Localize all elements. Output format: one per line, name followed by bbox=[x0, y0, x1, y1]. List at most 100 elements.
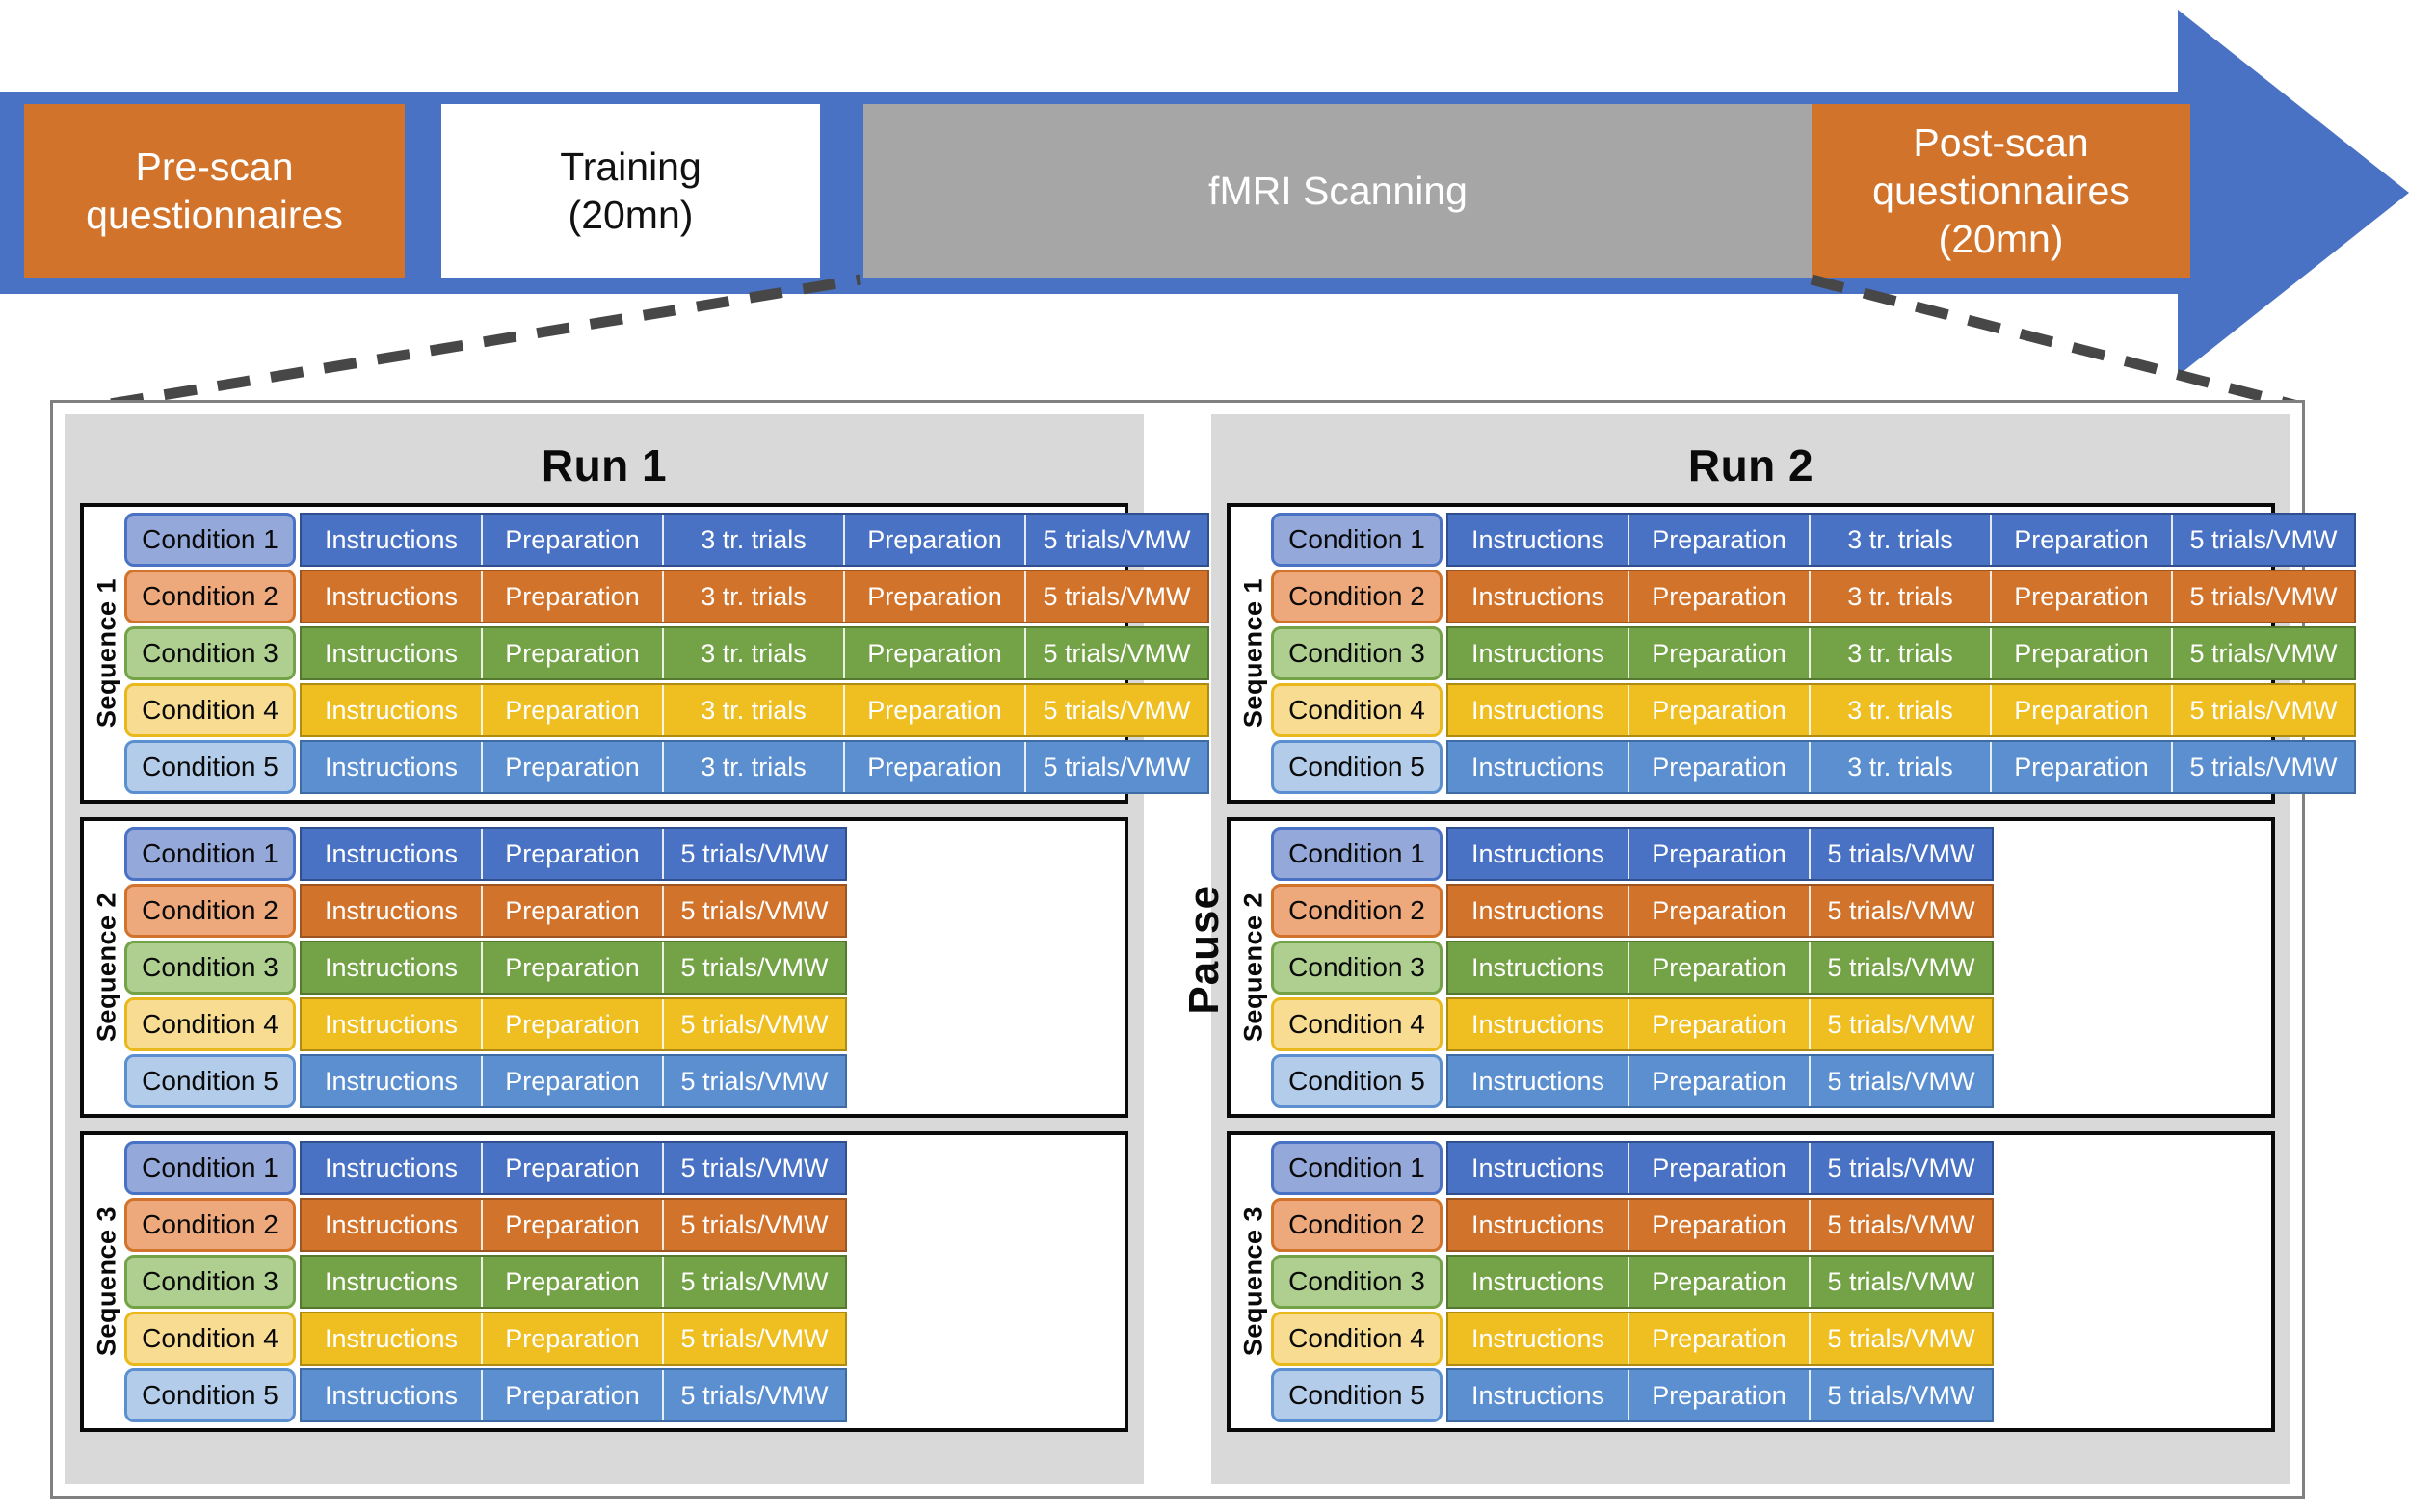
stage-cell-instructions: Instructions bbox=[1448, 685, 1629, 735]
condition-chip: Condition 4 bbox=[1271, 1312, 1443, 1366]
pause-label-text: Pause bbox=[1180, 884, 1228, 1015]
stage-cell-instructions: Instructions bbox=[1448, 1313, 1629, 1364]
stage-cell-preparation: Preparation bbox=[1629, 1370, 1811, 1420]
stage-cell-preparation: Preparation bbox=[1992, 628, 2173, 678]
condition-chip: Condition 2 bbox=[1271, 884, 1443, 938]
stage-cell-3-tr-trials: 3 tr. trials bbox=[664, 628, 845, 678]
stage-cell-3-tr-trials: 3 tr. trials bbox=[664, 685, 845, 735]
condition-chip: Condition 4 bbox=[1271, 683, 1443, 737]
stage-cell-preparation: Preparation bbox=[1992, 685, 2173, 735]
condition-chip: Condition 2 bbox=[1271, 1198, 1443, 1252]
stage-cell-preparation: Preparation bbox=[1629, 1200, 1811, 1250]
phase-pre-scan-questionnaires: Pre-scan questionnaires bbox=[24, 104, 405, 278]
stage-cell-instructions: Instructions bbox=[302, 742, 483, 792]
stage-cell-preparation: Preparation bbox=[845, 685, 1026, 735]
stage-cell-instructions: Instructions bbox=[302, 1056, 483, 1106]
stage-cell-5-trials-vmw: 5 trials/VMW bbox=[2189, 752, 2338, 782]
stage-cell-preparation: Preparation bbox=[483, 1056, 664, 1106]
stage-cell-instructions: Instructions bbox=[1448, 628, 1629, 678]
stage-cell-3-tr-trials: 3 tr. trials bbox=[664, 571, 845, 622]
stage-cell-5-trials-vmw: 5 trials/VMW bbox=[1043, 752, 1191, 782]
stage-cell-5-trials-vmw: 5 trials/VMW bbox=[2189, 581, 2338, 611]
stage-cell-3-tr-trials: 3 tr. trials bbox=[1811, 515, 1992, 565]
stage-cell-5-trials-vmw: 5 trials/VMW bbox=[1827, 1266, 1975, 1296]
stage-cell-3-tr-trials: 3 tr. trials bbox=[1811, 685, 1992, 735]
stage-cell-preparation: Preparation bbox=[483, 685, 664, 735]
stage-cell-5-trials-vmw: 5 trials/VMW bbox=[2189, 524, 2338, 554]
condition-chip: Condition 3 bbox=[124, 626, 296, 680]
condition-chip: Condition 5 bbox=[1271, 740, 1443, 794]
stage-cell-preparation: Preparation bbox=[1629, 1257, 1811, 1307]
sequence-label: Sequence 1 bbox=[92, 578, 121, 729]
stage-cell-instructions: Instructions bbox=[302, 1370, 483, 1420]
stage-cell-preparation: Preparation bbox=[483, 942, 664, 993]
stage-cell-5-trials-vmw: 5 trials/VMW bbox=[1827, 952, 1975, 982]
stage-cell-5-trials-vmw: 5 trials/VMW bbox=[1827, 1066, 1975, 1096]
stage-cell-preparation: Preparation bbox=[483, 1143, 664, 1193]
stage-cell-preparation: Preparation bbox=[1629, 999, 1811, 1049]
stage-cell-5-trials-vmw: 5 trials/VMW bbox=[680, 895, 829, 925]
stage-cell-5-trials-vmw: 5 trials/VMW bbox=[1043, 638, 1191, 668]
condition-chip: Condition 2 bbox=[124, 570, 296, 623]
stage-cell-instructions: Instructions bbox=[1448, 1257, 1629, 1307]
condition-chip: Condition 5 bbox=[124, 740, 296, 794]
stage-cell-preparation: Preparation bbox=[845, 515, 1026, 565]
stage-cell-preparation: Preparation bbox=[483, 1313, 664, 1364]
stage-cell-instructions: Instructions bbox=[1448, 571, 1629, 622]
stage-cell-3-tr-trials: 3 tr. trials bbox=[1811, 628, 1992, 678]
stage-cell-preparation: Preparation bbox=[483, 742, 664, 792]
stage-cell-5-trials-vmw: 5 trials/VMW bbox=[1827, 1153, 1975, 1182]
pause-divider: Pause bbox=[1171, 414, 1238, 1484]
stage-cell-instructions: Instructions bbox=[302, 1257, 483, 1307]
stage-cell-5-trials-vmw: 5 trials/VMW bbox=[1043, 581, 1191, 611]
stage-cell-instructions: Instructions bbox=[302, 942, 483, 993]
stage-cell-3-tr-trials: 3 tr. trials bbox=[1811, 742, 1992, 792]
stage-cell-preparation: Preparation bbox=[483, 571, 664, 622]
stage-cell-5-trials-vmw: 5 trials/VMW bbox=[1827, 838, 1975, 868]
stage-cell-3-tr-trials: 3 tr. trials bbox=[1811, 571, 1992, 622]
run-2-title: Run 2 bbox=[1687, 440, 1814, 491]
sequence-label: Sequence 1 bbox=[1238, 578, 1268, 729]
stage-cell-preparation: Preparation bbox=[1629, 1056, 1811, 1106]
stage-cell-instructions: Instructions bbox=[302, 515, 483, 565]
stage-cell-instructions: Instructions bbox=[302, 886, 483, 936]
condition-chip: Condition 3 bbox=[124, 1255, 296, 1309]
